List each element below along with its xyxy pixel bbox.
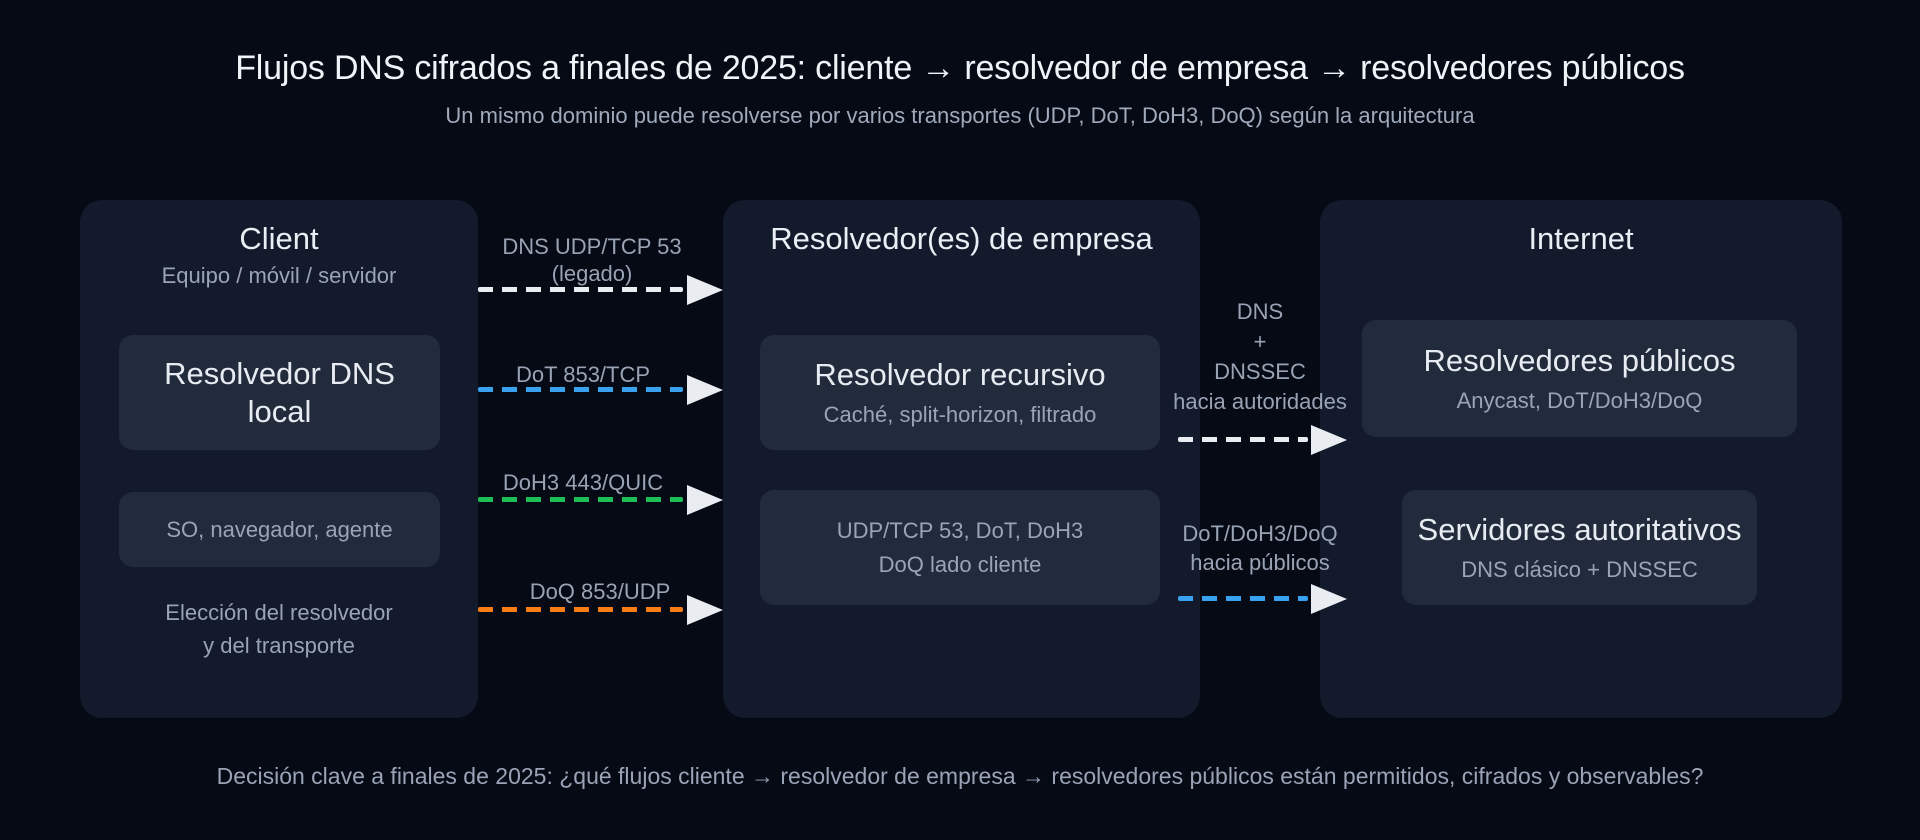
arrow-dns-legacy [478, 275, 723, 305]
node-recursive-resolver: Resolvedor recursivo Caché, split-horizo… [760, 335, 1160, 450]
arrow-encrypted-public [1178, 584, 1347, 614]
client-note-line2: y del transporte [203, 633, 355, 658]
node-authoritative-servers-subtitle: DNS clásico + DNSSEC [1461, 556, 1698, 582]
footer-caption: Decisión clave a finales de 2025: ¿qué f… [216, 763, 1704, 789]
arrowhead-icon [687, 595, 723, 625]
panel-enterprise: Resolvedor(es) de empresa Resolvedor rec… [723, 200, 1200, 718]
node-authoritative-servers-title: Servidores autoritativos [1417, 511, 1742, 547]
arrowhead-icon [1311, 425, 1347, 455]
node-local-resolver-title-line1: Resolvedor DNS [164, 355, 395, 391]
label-doq: DoQ 853/UDP [529, 579, 671, 604]
node-client-side-transports: UDP/TCP 53, DoT, DoH3 DoQ lado cliente [760, 490, 1160, 605]
node-recursive-resolver-title: Resolvedor recursivo [814, 356, 1106, 392]
panel-client: Client Equipo / móvil / servidor Resolve… [80, 200, 478, 718]
node-local-resolver-title-line2: local [247, 393, 312, 429]
label-encrypted-public: DoT/DoH3/DoQ hacia públicos [1182, 521, 1338, 575]
node-recursive-resolver-subtitle: Caché, split-horizon, filtrado [823, 401, 1097, 427]
arrow-dns-dnssec [1178, 425, 1347, 455]
panel-client-subtitle: Equipo / móvil / servidor [161, 263, 397, 288]
label-dot: DoT 853/TCP [515, 362, 651, 387]
arrowhead-icon [687, 485, 723, 515]
panel-enterprise-title: Resolvedor(es) de empresa [770, 221, 1153, 256]
node-authoritative-servers: Servidores autoritativos DNS clásico + D… [1402, 490, 1757, 605]
arrow-doh3 [478, 485, 723, 515]
client-note-line1: Elección del resolvedor [165, 600, 393, 625]
label-dns-dnssec: DNS + DNSSEC hacia autoridades [1173, 299, 1347, 414]
node-public-resolvers: Resolvedores públicos Anycast, DoT/DoH3/… [1362, 320, 1797, 437]
arrowhead-icon [1311, 584, 1347, 614]
node-public-resolvers-subtitle: Anycast, DoT/DoH3/DoQ [1456, 387, 1703, 413]
node-client-side-transports-line1: UDP/TCP 53, DoT, DoH3 [836, 517, 1084, 543]
arrow-dot [478, 375, 723, 405]
label-doh3: DoH3 443/QUIC [502, 470, 664, 495]
node-local-resolver: Resolvedor DNS local [119, 335, 440, 450]
arrowhead-icon [687, 375, 723, 405]
node-client-side-transports-line2: DoQ lado cliente [878, 551, 1042, 577]
panel-internet-title: Internet [1528, 221, 1634, 256]
node-os-browser-agent: SO, navegador, agente [119, 492, 440, 567]
node-public-resolvers-title: Resolvedores públicos [1423, 342, 1736, 378]
arrow-doq [478, 595, 723, 625]
page-title: Flujos DNS cifrados a finales de 2025: c… [235, 49, 1685, 87]
node-os-browser-agent-label: SO, navegador, agente [166, 516, 393, 542]
panel-client-title: Client [239, 221, 319, 256]
page-subtitle: Un mismo dominio puede resolverse por va… [445, 103, 1475, 128]
arrowhead-icon [687, 275, 723, 305]
panel-internet: Internet Resolvedores públicos Anycast, … [1320, 200, 1842, 718]
label-dns-legacy: DNS UDP/TCP 53 (legado) [502, 234, 682, 286]
